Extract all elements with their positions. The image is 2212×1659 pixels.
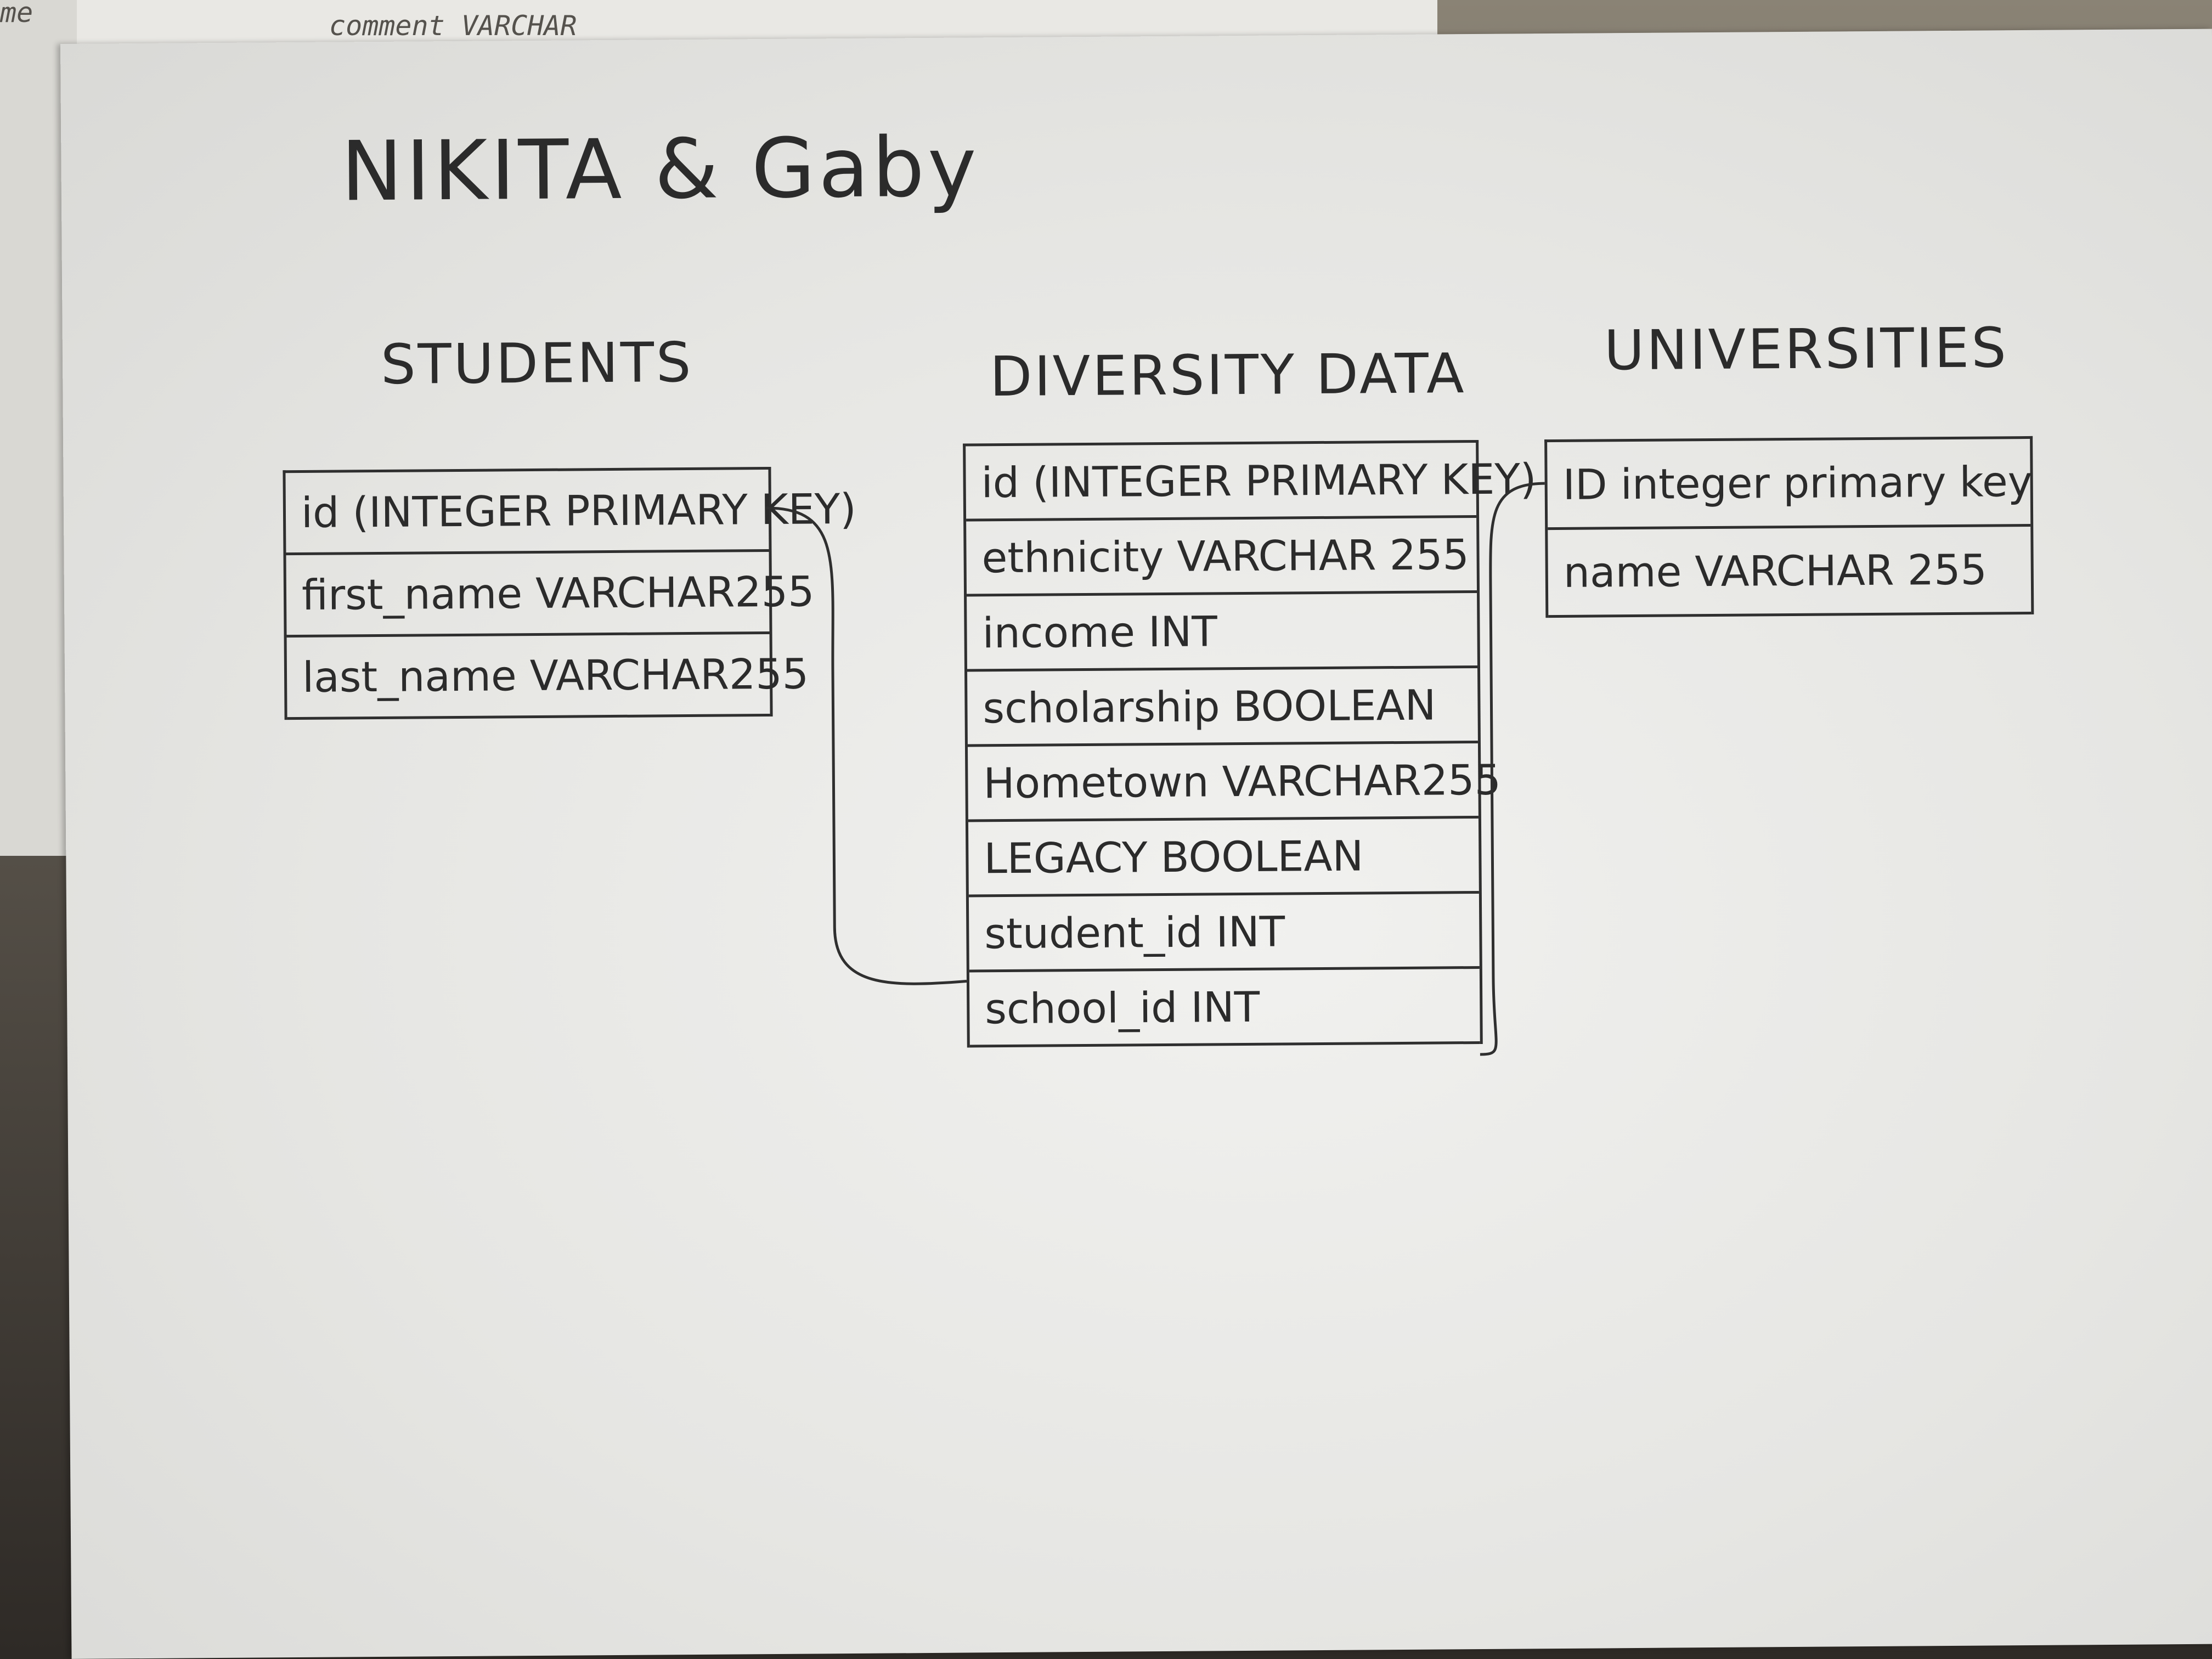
- paper-sheet: NIKITA & Gaby STUDENTS DIVERSITY DATA UN…: [60, 29, 2212, 1659]
- link-students-id-to-student-id: [765, 506, 967, 985]
- background-sheet-left-text: me: [0, 0, 33, 29]
- relationship-lines: [765, 482, 1545, 1056]
- link-universities-id-to-school-id: [1480, 482, 1545, 1056]
- background-sheet-text: comment VARCHAR: [329, 10, 577, 42]
